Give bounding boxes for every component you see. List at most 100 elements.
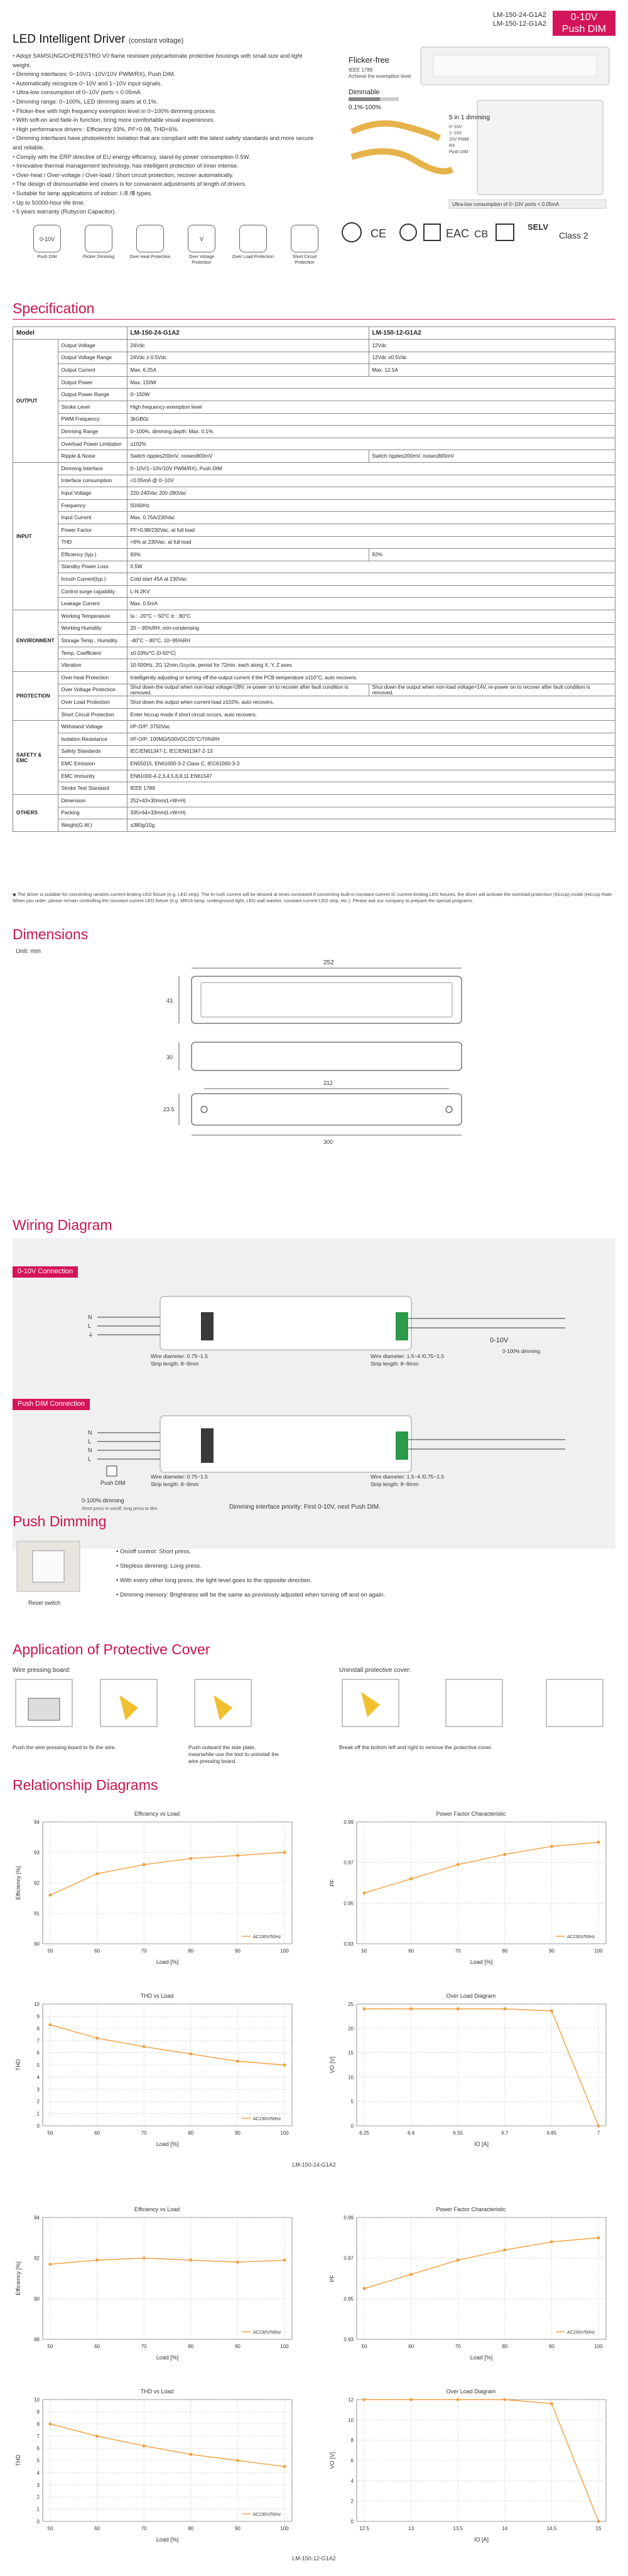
x-tick-label: 80: [188, 2344, 193, 2349]
x-tick-label: 6.55: [453, 2130, 463, 2136]
y-axis-label: THD: [15, 2454, 21, 2466]
data-point: [95, 2258, 99, 2262]
spec-param: THD: [57, 536, 127, 549]
spec-param: Output Power: [57, 375, 127, 389]
spec-value: I/P-O/P: 3750Vac: [126, 720, 615, 733]
data-point: [550, 1845, 553, 1848]
spec-value: 0~150W: [126, 388, 615, 401]
chart-title: Power Factor Characteristic: [436, 2206, 506, 2212]
data-point: [189, 2052, 193, 2056]
feature-item: Up to 50000-hour life time.: [13, 198, 314, 208]
spec-value: EN55015, EN61000-3-2 Class C, IEC61000-3…: [126, 757, 615, 770]
dim-mode-2: 1~10V: [449, 131, 462, 136]
spec-value-24: Switch ripple≤200mV, noise≤800mV: [126, 450, 369, 463]
dim-label: 0-10V: [490, 1337, 509, 1344]
wire-dia-in: Wire diameter: 0.75~1.5: [151, 1353, 208, 1359]
certifications: CE EAC CB SELV Class 2: [342, 222, 588, 242]
dim-mode-3: 10V PWM: [449, 137, 469, 142]
feature-icon-box: Over Load Protection: [231, 225, 275, 281]
series-line: [364, 2008, 599, 2126]
wire-dia-out: Wire diameter: 1.5~4 /0.75~1.5: [371, 1353, 444, 1359]
spec-value-24: 93%: [126, 548, 369, 561]
spec-param: Weight(G.W.): [57, 819, 127, 832]
push-item: On/off control: Short press.: [116, 1544, 385, 1559]
model-1: LM-150-24-G1A2: [493, 11, 546, 19]
spec-param: Frequency: [57, 498, 127, 512]
spec-param: Vibration: [57, 659, 127, 672]
series-line: [50, 2257, 285, 2265]
y-tick-label: 9: [37, 2409, 40, 2415]
chart-charts_12-pf: Power Factor Characteristic0.930.950.970…: [329, 2206, 607, 2361]
chart-title: THD vs Load: [141, 1993, 174, 1999]
spec-param: Overload Power Limitation: [57, 437, 127, 451]
y-tick-label: 10: [34, 2002, 40, 2007]
x-tick-label: 15: [596, 2526, 602, 2531]
spec-param: Over-heat Protection: [57, 671, 127, 684]
spec-param: Isolation Resistance: [57, 733, 127, 746]
data-point: [597, 2124, 600, 2128]
feature-icon-label: Over Heat Protection: [129, 255, 171, 259]
x-tick-label: 90: [549, 2344, 555, 2349]
feature-icon-box: Short Circuit Protection: [283, 225, 327, 281]
x-tick-label: 6.4: [408, 2130, 415, 2136]
spec-header-24: LM-150-24-G1A2: [126, 326, 369, 340]
spec-value-24: 24Vdc: [126, 339, 369, 352]
spec-param: Working Humidity: [57, 622, 127, 635]
spec-param: Temp. Coefficient: [57, 646, 127, 660]
feature-item: Comply with the ERP directive of EU ener…: [13, 153, 314, 162]
feature-icon-label: Push DIM: [37, 255, 57, 259]
feature-icon-label: Over Voltage Protection: [188, 255, 215, 265]
y-tick-label: 10: [34, 2397, 40, 2403]
plot-area: [356, 1821, 607, 1944]
spec-value: 220-240Vac 200-280Vac: [126, 487, 615, 500]
section-dimensions: Dimensions: [13, 926, 89, 942]
ultra-low: Ultra-low consumption of 0~10V ports < 0…: [452, 202, 560, 207]
spec-value-24: Max. 6.25A: [126, 364, 369, 377]
spec-value: EN61000-4-2,3,4,5,6,8,11 EN61547: [126, 769, 615, 783]
feature-item: With soft-on and fade-in function, bring…: [13, 116, 314, 125]
spec-param: Ripple & Noise: [57, 450, 127, 463]
legend-label: AC230V/50Hz: [253, 1935, 281, 1939]
spec-param: Output Voltage Range: [57, 351, 127, 365]
strip-len-out-2: Strip length: 8~9mm: [371, 1481, 418, 1487]
cert-icon: [495, 224, 514, 241]
x-tick-label: 50: [48, 2344, 53, 2349]
y-tick-label: 5: [37, 2458, 40, 2464]
feature-item: Over-heat / Over-voltage / Over-load / S…: [13, 171, 314, 180]
spec-param: Over Voltage Protection: [57, 683, 127, 697]
title-main: LED Intelligent Driver: [13, 33, 126, 46]
title-suffix: (constant voltage): [128, 37, 184, 45]
data-point: [283, 2063, 286, 2067]
x-tick-label: 50: [48, 2526, 53, 2531]
section-push-dimming: Push Dimming: [13, 1513, 107, 1529]
x-tick-label: 7: [597, 2130, 600, 2136]
x-tick-label: 50: [48, 1948, 53, 1954]
y-tick-label: 12: [348, 2397, 354, 2403]
spec-param: Packing: [57, 806, 127, 820]
spec-param: Short Circuit Protection: [57, 708, 127, 721]
spec-group: ENVIRONMENT: [13, 610, 58, 672]
legend-label: AC230V/50Hz: [567, 1935, 595, 1939]
model-list: LM-150-24-G1A2 LM-150-12-G1A2: [493, 11, 546, 28]
y-tick-label: 1: [37, 2507, 40, 2513]
x-tick-label: 13.5: [453, 2526, 463, 2531]
spec-param: Safety Standards: [57, 745, 127, 758]
y-tick-label: 0: [351, 2519, 354, 2525]
data-point: [409, 2398, 413, 2401]
wiring-push-dim: N L N L Push DIM 0-100% dimming Short pr…: [82, 1415, 565, 1511]
